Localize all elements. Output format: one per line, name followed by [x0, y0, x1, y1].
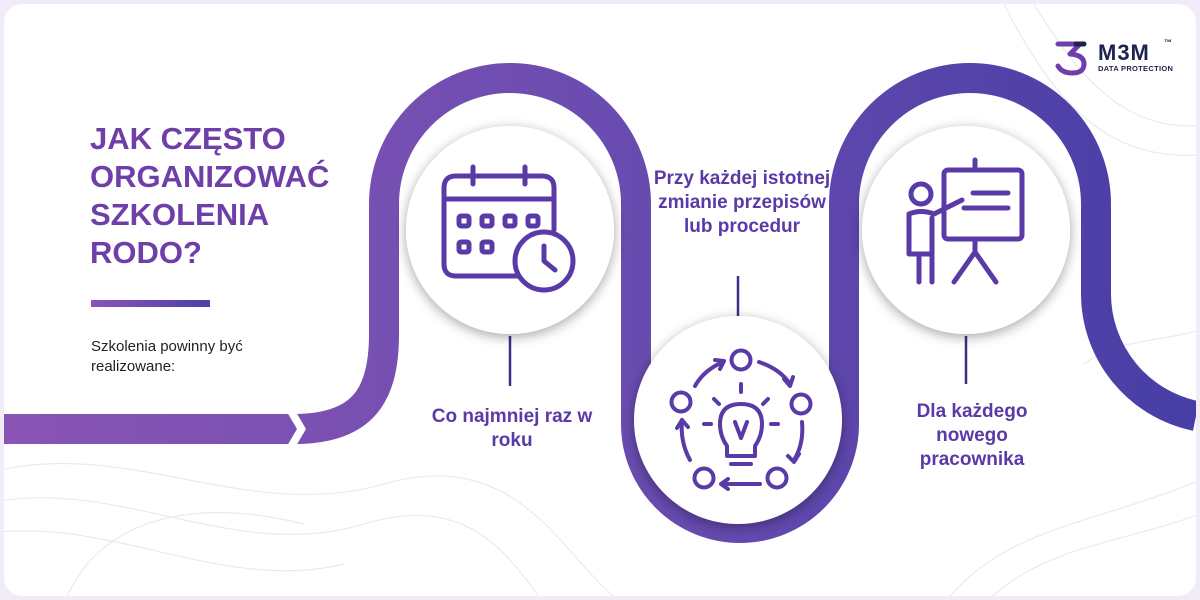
logo-trademark: ™	[1164, 38, 1172, 47]
step-circle-1	[406, 126, 614, 334]
calendar-clock-icon	[441, 164, 576, 293]
background-contour-lines	[4, 4, 1196, 596]
title-line: SZKOLENIA	[90, 197, 270, 232]
title-underline-bar	[91, 300, 210, 307]
intro-text: Szkolenia powinny być realizowane:	[91, 338, 243, 375]
logo-tagline: DATA PROTECTION	[1098, 64, 1174, 73]
lightbulb-cycle-icon	[669, 348, 813, 491]
brand-logo: M3M ™ DATA PROTECTION	[1054, 38, 1184, 76]
step-label-1: Co najmniej raz w roku	[431, 406, 593, 451]
step-circle-2	[634, 316, 842, 524]
winding-path	[4, 63, 1196, 543]
title-line: ORGANIZOWAĆ	[90, 159, 330, 194]
title-line: RODO?	[90, 235, 202, 270]
step-label-2: Przy każdej istotnej zmianie przepisów l…	[653, 168, 831, 237]
step-label-3: Dla każdego nowego pracownika	[916, 401, 1028, 470]
m3m-logo-icon	[1055, 41, 1087, 76]
page-title: JAK CZĘSTO ORGANIZOWAĆ SZKOLENIA RODO?	[90, 120, 390, 272]
infographic-card: JAK CZĘSTO ORGANIZOWAĆ SZKOLENIA RODO? S…	[4, 4, 1196, 596]
logo-name: M3M	[1098, 40, 1150, 65]
step-circle-3	[862, 126, 1070, 334]
arrow-notch	[287, 412, 306, 446]
title-line: JAK CZĘSTO	[90, 121, 286, 156]
presenter-board-icon	[906, 157, 1025, 285]
timeline-graphic	[4, 4, 1196, 596]
